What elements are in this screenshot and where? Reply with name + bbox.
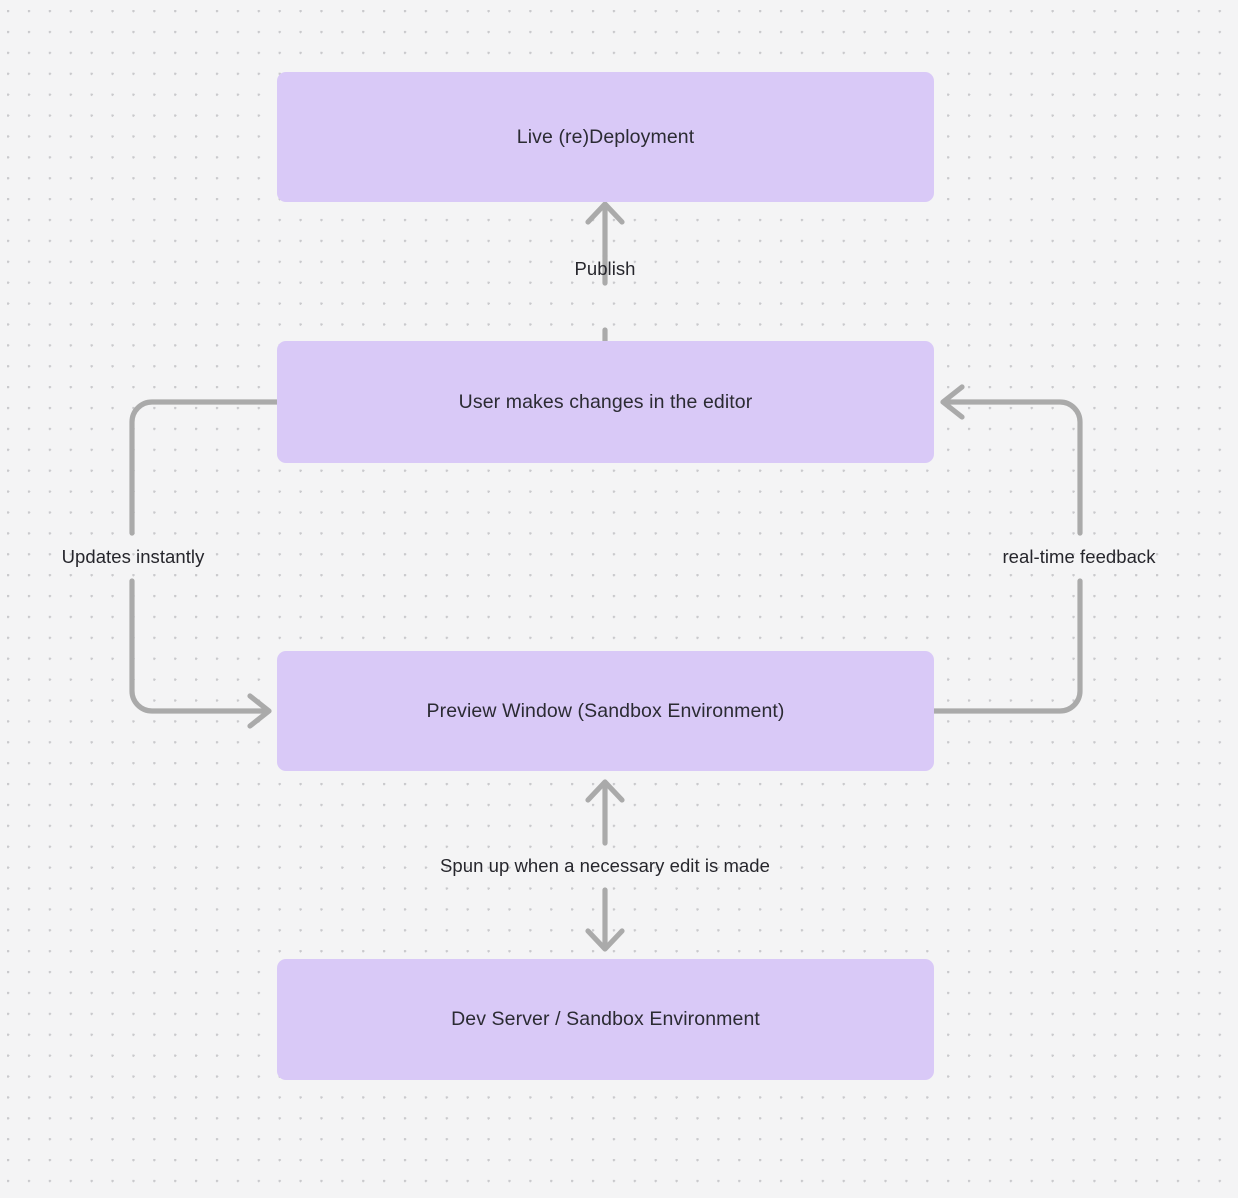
node-live-deployment-label: Live (re)Deployment <box>516 125 695 148</box>
node-preview-window[interactable]: Preview Window (Sandbox Environment) <box>277 651 934 771</box>
node-user-edits[interactable]: User makes changes in the editor <box>277 341 934 463</box>
node-preview-window-label: Preview Window (Sandbox Environment) <box>426 699 785 722</box>
edge-label-real-time-feedback: real-time feedback <box>1002 546 1156 567</box>
node-live-deployment[interactable]: Live (re)Deployment <box>277 72 934 202</box>
node-dev-server-label: Dev Server / Sandbox Environment <box>451 1008 760 1031</box>
node-user-edits-label: User makes changes in the editor <box>458 390 753 413</box>
edge-label-publish: Publish <box>574 258 636 279</box>
node-dev-server[interactable]: Dev Server / Sandbox Environment <box>277 959 934 1080</box>
edge-label-updates-instantly: Updates instantly <box>61 546 205 567</box>
edge-label-spun-up: Spun up when a necessary edit is made <box>440 855 770 876</box>
